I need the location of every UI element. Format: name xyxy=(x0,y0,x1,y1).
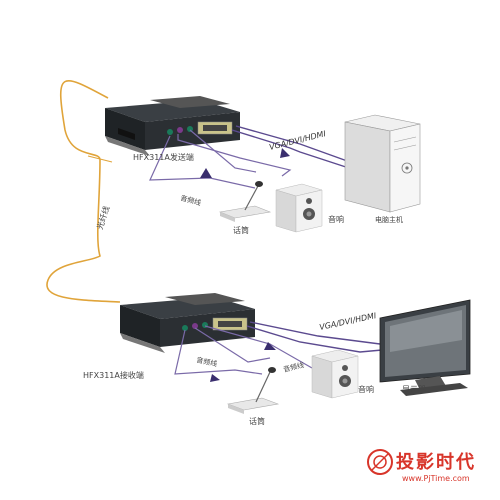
speaker-label-top: 音响 xyxy=(328,214,344,224)
watermark-logo-icon xyxy=(367,449,393,475)
microphone-top xyxy=(218,181,272,222)
pc-tower xyxy=(344,114,421,213)
microphone-bottom xyxy=(226,367,280,414)
speaker-top xyxy=(275,183,323,233)
monitor-label: 显示器 xyxy=(402,385,426,394)
pc-label: 电脑主机 xyxy=(375,215,403,224)
watermark-url: www.PjTime.com xyxy=(402,474,470,483)
vga-label-bottom: VGA/DVI/HDMI xyxy=(319,311,378,332)
sender-device xyxy=(105,96,240,156)
top-signal-arrows xyxy=(200,148,290,178)
sender-label: HFX311A发送端 xyxy=(133,152,194,162)
bottom-video-cable xyxy=(246,321,383,353)
bottom-signal-arrows xyxy=(210,342,276,382)
watermark: 投影时代 www.PjTime.com xyxy=(367,449,476,483)
monitor xyxy=(379,299,471,396)
receiver-label: HFX311A接收端 xyxy=(83,370,144,380)
speaker-bottom xyxy=(311,349,359,399)
audio-line-label-bottom-right: 音频线 xyxy=(282,360,305,374)
watermark-text: 投影时代 xyxy=(396,451,476,473)
mic-label-bottom: 话筒 xyxy=(249,416,265,426)
fiber-label: 光纤线 xyxy=(94,205,111,231)
top-audio-cables xyxy=(149,129,292,189)
receiver-device xyxy=(120,293,255,353)
vga-label-top: VGA/DVI/HDMI xyxy=(268,129,327,152)
mic-label-top: 话筒 xyxy=(233,225,249,235)
speaker-label-bottom: 音响 xyxy=(358,384,374,394)
audio-line-label-top: 音频线 xyxy=(179,193,202,207)
top-video-cable xyxy=(231,125,356,171)
audio-line-label-bottom-left: 音频线 xyxy=(196,355,218,368)
fiber-cable xyxy=(46,80,121,303)
